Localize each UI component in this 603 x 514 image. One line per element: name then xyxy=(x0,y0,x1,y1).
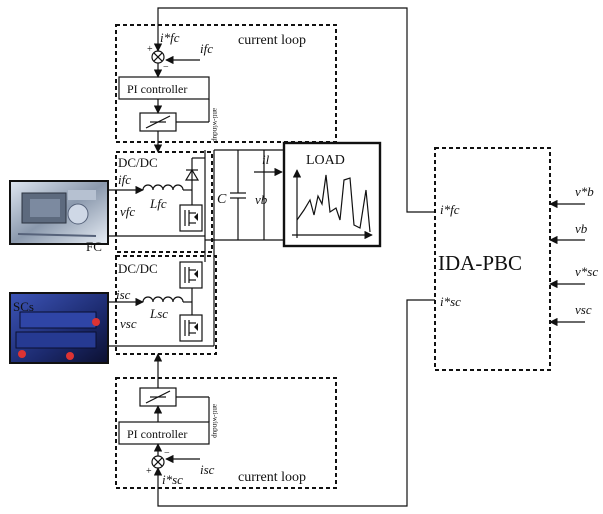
sc-upper-mosfet-switch xyxy=(179,261,203,289)
ida-vsc-ref-input-label: v*sc xyxy=(575,264,598,279)
bottom-sum-plus-sign: + xyxy=(146,466,152,477)
bottom-anti-windup-label: anti-windup xyxy=(211,404,219,438)
sc-vsc-label: vsc xyxy=(120,316,137,331)
ifc-ref-routing-wire xyxy=(153,7,435,213)
sc-lower-mosfet-icon xyxy=(184,320,198,336)
top-ifc-ref-label: i*fc xyxy=(160,30,180,45)
top-sum-plus-sign: + xyxy=(147,44,153,55)
sc-lower-mosfet-switch xyxy=(179,314,203,342)
bottom-sum-minus-sign: − xyxy=(164,448,170,459)
fc-inductor xyxy=(142,184,184,191)
ida-ifc-ref-output-label: i*fc xyxy=(440,202,460,217)
fc-ifc-label: ifc xyxy=(118,172,131,187)
load-block xyxy=(282,141,382,248)
bottom-current-loop-box xyxy=(115,377,337,489)
sc-dcdc-box xyxy=(115,255,217,355)
top-ifc-feedback-label: ifc xyxy=(200,41,213,56)
bottom-pi-controller-label: PI controller xyxy=(127,427,187,441)
isc-ref-routing-wire xyxy=(153,299,435,507)
ida-isc-ref-output-label: i*sc xyxy=(440,294,461,309)
top-pi-controller-label: PI controller xyxy=(127,82,187,96)
top-current-loop-label: current loop xyxy=(238,33,306,48)
sc-dcdc-label: DC/DC xyxy=(118,261,158,276)
ida-vb-ref-input-label: v*b xyxy=(575,184,594,199)
bottom-current-loop-label: current loop xyxy=(238,470,306,485)
bottom-summing-junction xyxy=(151,455,165,469)
top-anti-windup-label: anti-windup xyxy=(211,108,219,142)
bottom-saturation-icon xyxy=(145,390,171,404)
ida-vb-input-label: vb xyxy=(575,221,588,236)
sc-inductor-label: Lsc xyxy=(149,306,168,321)
fc-vfc-label: vfc xyxy=(120,204,135,219)
fc-dcdc-label: DC/DC xyxy=(118,155,158,170)
load-profile-icon xyxy=(292,169,373,240)
ida-vsc-input-label: vsc xyxy=(575,302,592,317)
load-label: LOAD xyxy=(306,153,345,168)
fc-label: FC xyxy=(86,239,102,254)
sc-inductor xyxy=(142,296,184,303)
capacitor-label: C xyxy=(217,192,227,207)
fc-mosfet-icon xyxy=(184,210,198,226)
sc-upper-mosfet-icon xyxy=(184,267,198,283)
fc-photo xyxy=(9,180,109,245)
ida-pbc-label: IDA-PBC xyxy=(438,251,522,275)
top-saturation-icon xyxy=(145,115,171,129)
bottom-pi-controller-block xyxy=(118,421,210,445)
fc-mosfet-switch xyxy=(179,204,203,232)
fc-diode xyxy=(184,168,200,181)
top-pi-controller-block xyxy=(118,76,210,100)
sc-isc-label: isc xyxy=(116,287,131,302)
top-sum-minus-sign: − xyxy=(163,62,169,73)
il-label: il xyxy=(262,152,270,167)
bottom-isc-ref-label: i*sc xyxy=(162,472,183,487)
sc-label: SCs xyxy=(13,299,34,314)
vb-label: vb xyxy=(255,192,268,207)
bottom-isc-feedback-label: isc xyxy=(200,462,215,477)
dc-bus-capacitor xyxy=(230,150,246,240)
fc-inductor-label: Lfc xyxy=(149,196,167,211)
sc-photo xyxy=(9,292,109,364)
ida-pbc-block xyxy=(434,147,551,371)
